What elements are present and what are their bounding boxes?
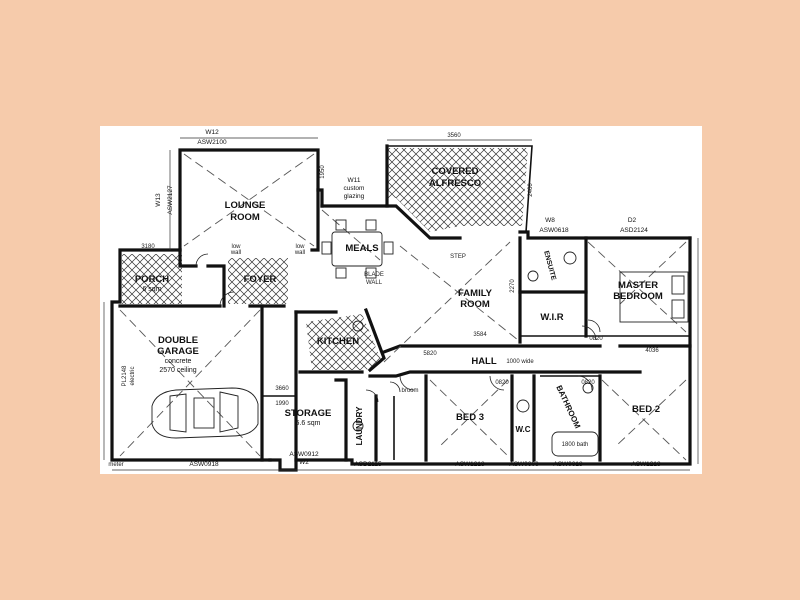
lounge-label-2: ROOM — [230, 212, 260, 223]
asw1218-b-label: ASW1218 — [631, 461, 661, 468]
garage-sub: concrete — [165, 358, 192, 365]
asw0918-label: ASW0918 — [189, 461, 219, 468]
kitchen-label: KITCHEN — [317, 336, 359, 347]
car-drawing — [151, 387, 259, 439]
low-wall-a-2: wall — [230, 250, 241, 256]
roof-diagonals — [119, 153, 687, 461]
dim-1990: 1990 — [275, 401, 289, 407]
floor-plan-card: LOUNGE ROOM PORCH 6 sqm FOYER MEALS COVE… — [100, 126, 702, 474]
alfresco-label: COVERED — [432, 166, 479, 177]
lounge-label: LOUNGE — [225, 200, 266, 211]
storage-label: STORAGE — [285, 408, 332, 419]
dim-3560: 3560 — [447, 133, 461, 139]
electric-label: electric — [130, 366, 136, 385]
glazing-label: glazing — [344, 193, 365, 200]
interior-walls — [118, 188, 692, 462]
hall-sub: 1000 wide — [506, 359, 534, 365]
bathroom-label: BATHROOM — [554, 384, 582, 430]
dim-1950: 1950 — [320, 165, 326, 179]
bath-tub — [551, 431, 599, 457]
meals-table — [321, 219, 394, 279]
porch-sub: 6 sqm — [142, 286, 161, 293]
kitchen-sink — [352, 320, 364, 332]
bed3-label: BED 3 — [456, 412, 484, 423]
step-label: STEP — [450, 254, 466, 260]
wc-label: W.C — [515, 425, 530, 434]
w8-label: W8 — [545, 217, 555, 224]
master-bed — [619, 271, 689, 323]
pl2148-label: PL2148 — [122, 365, 128, 386]
broom-label: broom — [401, 388, 418, 394]
dimension-lines — [103, 137, 699, 471]
blade-wall-label: BLADE — [364, 272, 384, 278]
asd2115-label: ASD2115 — [354, 461, 382, 468]
floor-plan-drawing: LOUNGE ROOM PORCH 6 sqm FOYER MEALS COVE… — [103, 129, 699, 472]
foyer-label: FOYER — [244, 274, 277, 285]
asw2127-label: ASW2127 — [167, 185, 174, 215]
porch-hatch — [122, 254, 182, 304]
dim-0820-a: 0820 — [495, 380, 509, 386]
garage-sub-2: 2570 ceiling — [159, 367, 196, 374]
dim-2270: 2270 — [510, 279, 516, 293]
dim-0820-c: 0820 — [589, 336, 603, 342]
wir-label: W.I.R — [540, 312, 563, 323]
dim-3660: 3660 — [275, 386, 289, 392]
w2-label: W2 — [299, 459, 309, 466]
porch-label: PORCH — [135, 274, 169, 285]
low-wall-b-2: wall — [294, 250, 305, 256]
bath-label: 1800 bath — [562, 442, 589, 448]
dim-2460: 2460 — [528, 183, 534, 197]
alfresco-hatch — [387, 148, 528, 232]
garage-label-2: GARAGE — [157, 346, 199, 357]
bed2-label: BED 2 — [632, 404, 660, 415]
asw1218-a-label: ASW1218 — [455, 461, 485, 468]
custom-label: custom — [344, 185, 365, 192]
asw0606-label: ASW0606 — [509, 461, 539, 468]
bathroom-basin — [582, 382, 594, 394]
w12-label: W12 — [205, 129, 219, 136]
family-label-2: ROOM — [460, 299, 490, 310]
blade-wall-label-2: WALL — [366, 280, 383, 286]
asw0618-b-label: ASW0618 — [553, 461, 583, 468]
ensuite-basin — [563, 251, 577, 265]
storage-sub: 5.6 sqm — [296, 420, 321, 427]
master-label: MASTER — [618, 280, 658, 291]
family-label: FAMILY — [458, 288, 493, 299]
foyer-hatch — [228, 258, 288, 304]
asd2124-label: ASD2124 — [620, 227, 648, 234]
asw2100-label: ASW2100 — [197, 139, 227, 146]
w13-label: W13 — [155, 193, 162, 207]
dim-4036: 4036 — [645, 348, 659, 354]
laundry-tub — [352, 420, 364, 432]
dim-0820-b: 0820 — [581, 380, 595, 386]
dim-3180: 3180 — [141, 244, 155, 250]
dim-3584: 3584 — [473, 332, 487, 338]
master-label-2: BEDROOM — [613, 291, 663, 302]
ensuite-toilet — [527, 270, 539, 282]
asw0912-label: ASW0912 — [289, 451, 319, 458]
wc-toilet — [516, 399, 530, 413]
garage-label: DOUBLE — [158, 335, 198, 346]
alfresco-label-2: ALFRESCO — [429, 178, 481, 189]
ensuite-label: ENSUITE — [542, 250, 557, 281]
door-swings — [195, 253, 601, 403]
low-wall-a: low — [231, 244, 241, 250]
laundry-label: LAUNDRY — [355, 406, 364, 445]
d2-label: D2 — [628, 217, 637, 224]
dim-5820: 5820 — [423, 351, 437, 357]
low-wall-b: low — [295, 244, 305, 250]
w11-label: W11 — [348, 177, 361, 184]
asw0618-top-label: ASW0618 — [539, 227, 569, 234]
meals-label: MEALS — [345, 243, 378, 254]
hall-label: HALL — [471, 356, 497, 367]
meter-label: meter — [108, 462, 123, 468]
